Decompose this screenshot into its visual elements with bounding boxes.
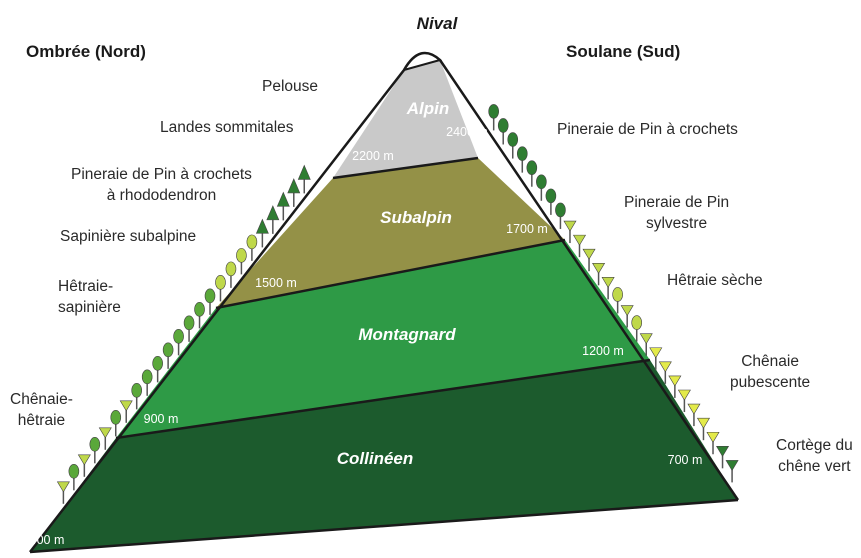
south-title: Soulane (Sud): [566, 42, 681, 61]
north-label-sapiniere-subalpine: Sapinière subalpine: [60, 228, 197, 245]
tree-icon: [488, 104, 499, 131]
tree-icon: [592, 262, 606, 286]
tree-icon: [631, 315, 643, 342]
north-label-chenaie-hetraie: Chênaie- hêtraie: [10, 391, 73, 429]
tree-icon: [255, 218, 269, 248]
tree-icon: [276, 191, 290, 221]
tree-icon: [141, 369, 153, 396]
tree-icon: [658, 361, 672, 384]
tree-icon: [56, 481, 70, 504]
tree-icon: [516, 146, 528, 173]
tree-icon: [152, 356, 163, 383]
tree-icon: [131, 383, 143, 410]
tree-icon: [620, 305, 634, 328]
tree-icon: [297, 164, 311, 194]
zone-subalpin-band: [216, 158, 565, 308]
tree-icon: [536, 174, 547, 201]
tree-icon: [507, 132, 519, 159]
south-label-chenaie-pubescente: Chênaie pubescente: [730, 353, 811, 391]
tree-icon: [668, 375, 682, 398]
tree-icon: [696, 417, 711, 441]
tree-icon: [497, 118, 509, 145]
zone-subalpin-label: Subalpin: [380, 208, 452, 227]
tree-icon: [716, 446, 730, 469]
tree-icon: [706, 431, 720, 455]
north-label-landes-sommitales: Landes sommitales: [160, 119, 294, 136]
tree-icon: [225, 261, 237, 288]
zone-boundaries: [29, 156, 739, 554]
tree-icon: [110, 410, 122, 437]
tree-icon: [266, 205, 280, 234]
tree-icon: [555, 202, 566, 229]
south-label-hetraie-seche: Hêtraie sèche: [667, 272, 763, 289]
summit-label: Nival: [416, 14, 458, 33]
altitude-base: 400 m: [29, 533, 65, 547]
tree-icon: [582, 248, 596, 272]
zone-collineen-label: Collinéen: [336, 449, 414, 468]
tree-icon: [98, 427, 112, 450]
tree-icon: [612, 287, 623, 314]
tree-icon: [677, 389, 691, 412]
tree-icon: [215, 275, 226, 302]
tree-icon: [173, 329, 184, 356]
tree-icon: [563, 220, 577, 244]
zone-montagnard-band: [116, 240, 650, 438]
tree-icon: [119, 400, 133, 423]
tree-icon: [89, 437, 101, 464]
north-label-pelouse: Pelouse: [262, 78, 319, 95]
tree-icon: [183, 315, 195, 342]
tree-icon: [246, 234, 258, 261]
zone-alpin-band: [333, 60, 478, 178]
south-label-cortege-chene-vert: Cortège du chêne vert: [776, 437, 853, 475]
north-label-pineraie-rhododendron: Pineraie de Pin à crochets à rhododendro…: [71, 166, 252, 204]
north-title: Ombrée (Nord): [26, 42, 146, 61]
tree-icon: [639, 333, 653, 356]
tree-icon: [649, 347, 663, 370]
pyramid-outline: [29, 51, 740, 553]
altitude-left-alpin: 2200 m: [352, 149, 394, 163]
tree-icon: [204, 288, 216, 315]
tree-markers: [56, 104, 739, 504]
tree-icon: [162, 342, 174, 369]
altitude-right-alpin: 2400 m: [446, 125, 488, 139]
tree-icon: [545, 188, 557, 215]
tree-icon: [572, 234, 587, 258]
north-label-hetraie-sapiniere: Hêtraie- sapinière: [58, 278, 121, 316]
tree-icon: [601, 277, 615, 300]
altitude-right-subalpin: 1700 m: [506, 222, 548, 236]
tree-icon: [194, 302, 205, 329]
tree-icon: [526, 160, 538, 187]
zone-montagnard-label: Montagnard: [358, 325, 456, 344]
zone-alpin-label: Alpin: [406, 99, 450, 118]
altitude-left-subalpin: 1500 m: [255, 276, 297, 290]
altitude-left-montagnard: 900 m: [143, 412, 179, 426]
tree-icon: [68, 464, 80, 491]
altitude-right-collineen: 700 m: [667, 453, 703, 467]
tree-icon: [687, 403, 701, 427]
tree-icon: [236, 248, 247, 275]
tree-icon: [725, 460, 739, 483]
altitude-right-montagnard: 1200 m: [582, 344, 624, 358]
tree-icon: [77, 454, 91, 477]
south-label-pineraie-crochets: Pineraie de Pin à crochets: [557, 121, 738, 138]
tree-icon: [287, 178, 301, 207]
zone-collineen-band: [30, 360, 738, 552]
south-label-pineraie-sylvestre: Pineraie de Pin sylvestre: [624, 194, 730, 232]
